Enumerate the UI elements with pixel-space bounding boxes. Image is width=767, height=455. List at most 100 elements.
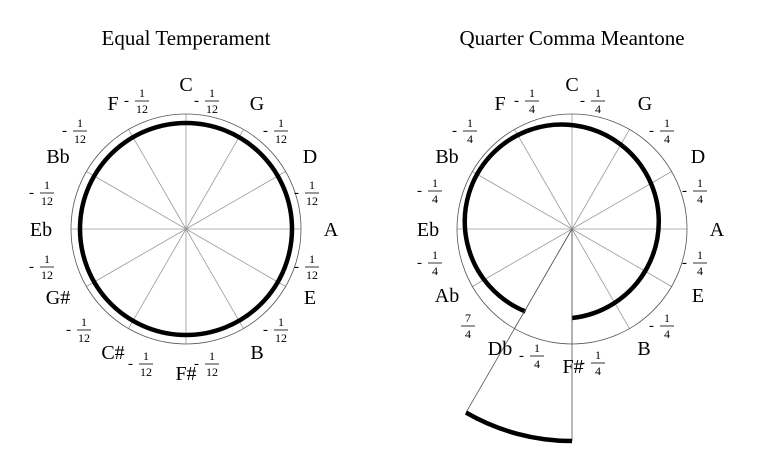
deviation-numerator: 1	[697, 248, 703, 262]
deviation-numerator: 1	[278, 116, 284, 130]
wolf-fifth-arc	[464, 410, 573, 444]
deviation-fraction: -112	[194, 86, 219, 116]
deviation-fraction: -14	[519, 341, 544, 371]
spoke-line	[514, 129, 573, 230]
deviation-denominator: 12	[78, 331, 90, 345]
deviation-sign: -	[29, 259, 34, 275]
spoke-line	[185, 129, 244, 230]
deviation-numerator: 1	[309, 252, 315, 266]
note-label: G#	[46, 287, 70, 309]
deviation-fraction: -14	[580, 86, 605, 116]
panel-equal-temperament: Equal Temperament C G D A E B F# C# G# E…	[29, 26, 339, 385]
note-labels: C G D A E B F# C# G# Eb Bb F	[30, 74, 339, 385]
deviation-numerator: 1	[278, 315, 284, 329]
deviation-sign: -	[417, 183, 422, 199]
deviation-fraction: -1 4	[682, 176, 707, 206]
deviation-fraction: -1 4	[580, 348, 605, 378]
reference-circle	[70, 113, 302, 345]
note-label: Db	[488, 338, 512, 360]
deviation-sign: -	[682, 183, 687, 199]
deviation-numerator: 7	[465, 311, 471, 325]
deviation-fraction: -14	[452, 116, 477, 146]
deviation-numerator: 1	[432, 176, 438, 190]
deviation-denominator: 12	[275, 132, 287, 146]
deviation-fraction: -112	[62, 116, 87, 146]
deviation-denominator: 4	[595, 364, 601, 378]
note-label: A	[710, 219, 725, 241]
panel-title: Quarter Comma Meantone	[459, 26, 684, 50]
spoke-line	[86, 171, 187, 230]
deviation-denominator: 12	[41, 268, 53, 282]
deviation-numerator: 1	[143, 349, 149, 363]
deviation-sign: -	[519, 348, 524, 364]
deviation-sign: -	[263, 322, 268, 338]
tempered-fifths-spiral	[462, 122, 661, 321]
note-label: Ab	[435, 285, 459, 307]
deviation-numerator: 1	[44, 252, 50, 266]
deviation-sign: -	[66, 322, 71, 338]
deviation-sign: -	[194, 356, 199, 372]
deviation-denominator: 12	[140, 365, 152, 379]
deviation-denominator: 12	[206, 365, 218, 379]
deviation-sign: -	[682, 255, 687, 271]
deviation-numerator: 1	[595, 348, 601, 362]
note-label: B	[250, 342, 263, 364]
deviation-numerator: 1	[664, 311, 670, 325]
spoke-line	[571, 171, 672, 230]
note-label: Eb	[30, 219, 52, 241]
spoke-line	[571, 228, 630, 329]
note-label: D	[303, 146, 317, 168]
deviation-denominator: 4	[697, 264, 703, 278]
note-label: B	[637, 338, 650, 360]
deviation-fraction: -14	[514, 86, 539, 116]
deviation-denominator: 4	[465, 327, 471, 341]
deviation-sign: -	[62, 123, 67, 139]
deviation-numerator: 1	[209, 86, 215, 100]
deviation-denominator: 12	[41, 194, 53, 208]
deviation-sign: -	[128, 356, 133, 372]
deviation-numerator: 1	[309, 178, 315, 192]
deviation-sign: -	[29, 185, 34, 201]
deviation-denominator: 4	[529, 102, 535, 116]
deviation-numerator: 1	[664, 116, 670, 130]
deviation-numerator: 1	[534, 341, 540, 355]
deviation-denominator: 12	[74, 132, 86, 146]
deviation-sign: -	[417, 255, 422, 271]
deviation-numerator: 1	[139, 86, 145, 100]
deviation-denominator: 4	[697, 192, 703, 206]
spoke-line	[571, 228, 672, 287]
deviation-fraction: -1 12	[29, 178, 54, 208]
note-label: F#	[175, 363, 196, 385]
deviation-fraction: -1 4	[682, 248, 707, 278]
deviation-numerator: 1	[697, 176, 703, 190]
deviation-numerator: 1	[467, 116, 473, 130]
deviation-fraction: -112	[194, 349, 219, 379]
deviation-sign: -	[580, 355, 585, 371]
deviation-sign: -	[124, 93, 129, 109]
deviation-numerator: 1	[81, 315, 87, 329]
spoke-line	[128, 129, 187, 230]
deviation-labels: -112-112-112-112-112-112-112-112-112-112…	[29, 86, 319, 379]
deviation-denominator: 4	[664, 132, 670, 146]
deviation-sign: -	[294, 185, 299, 201]
wolf-fifth-spoke	[465, 228, 573, 413]
deviation-fraction: -1 12	[294, 178, 319, 208]
deviation-sign: -	[649, 318, 654, 334]
note-label: F	[494, 93, 505, 115]
deviation-denominator: 12	[136, 102, 148, 116]
deviation-numerator: 1	[44, 178, 50, 192]
deviation-denominator: 12	[306, 194, 318, 208]
panel-title: Equal Temperament	[102, 26, 271, 50]
spokes	[71, 114, 301, 344]
deviation-sign: -	[263, 123, 268, 139]
note-label: Bb	[46, 146, 69, 168]
deviation-sign: -	[194, 93, 199, 109]
deviation-fraction: -1 12	[66, 315, 91, 345]
deviation-denominator: 4	[467, 132, 473, 146]
spoke-line	[472, 171, 573, 230]
deviation-numerator: 1	[432, 248, 438, 262]
spoke-line	[185, 171, 286, 230]
deviation-numerator: 1	[595, 86, 601, 100]
note-label: G	[638, 93, 652, 115]
